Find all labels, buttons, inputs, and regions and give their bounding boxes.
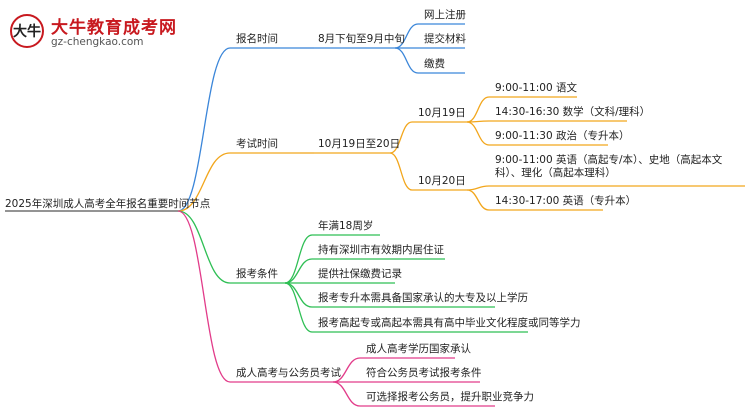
logo-site-name: 大牛教育成考网 <box>51 18 177 38</box>
requirement-item: 年满18周岁 <box>318 220 374 232</box>
exam-session: 14:30-16:30 数学（文科/理科） <box>495 106 651 118</box>
connector-requirement-item <box>284 234 313 284</box>
connector-exam-session <box>466 185 490 191</box>
exam-session: 9:00-11:00 语文 <box>495 82 577 94</box>
exam-session: 14:30-17:00 英语（专升本） <box>495 195 637 207</box>
connector-exam-day <box>389 152 413 191</box>
civil-service-item: 符合公务员考试报考条件 <box>366 367 482 379</box>
exam-session: 9:00-11:00 英语（高起专/本）、史地（高起本文科）、理化（高起本理科） <box>495 154 723 179</box>
exam-session: 9:00-11:30 政治（专升本） <box>495 130 630 142</box>
logo-badge-icon: 大牛 <box>10 14 44 48</box>
connector-registration-step <box>394 47 419 74</box>
connector-requirement-item <box>284 282 313 308</box>
connector-root-registration <box>177 47 231 212</box>
civil-service-item: 成人高考学历国家承认 <box>366 343 471 355</box>
connector-root-requirements <box>177 210 231 284</box>
root-node: 2025年深圳成人高考全年报名重要时间节点 <box>5 198 211 210</box>
requirement-item: 报考专升本需具备国家承认的大专及以上学历 <box>318 292 528 304</box>
connector-civil-service-item <box>332 357 361 383</box>
registration-step: 缴费 <box>424 58 445 70</box>
connector-requirement-item <box>284 282 313 333</box>
exam-day: 10月20日 <box>418 175 466 187</box>
connector-exam-session <box>466 121 490 146</box>
connector-exam-session <box>466 96 490 123</box>
logo-url: gz-chengkao.com <box>51 36 144 48</box>
registration-period: 8月下旬至9月中旬 <box>318 33 405 45</box>
registration-step: 提交材料 <box>424 33 466 45</box>
connector-exam-session <box>466 189 490 211</box>
branch-exam-time: 考试时间 <box>236 138 278 150</box>
requirement-item: 持有深圳市有效期内居住证 <box>318 244 444 256</box>
requirement-item: 报考高起专或高起本需具有高中毕业文化程度或同等学力 <box>318 317 581 329</box>
civil-service-item: 可选择报考公务员，提升职业竞争力 <box>366 391 534 403</box>
connector-root-exam <box>177 152 231 212</box>
connector-exam-day <box>389 121 413 154</box>
logo-mark: 大牛 <box>13 24 41 40</box>
exam-day: 10月19日 <box>418 107 466 119</box>
registration-step: 网上注册 <box>424 9 466 21</box>
branch-requirements: 报考条件 <box>236 268 278 280</box>
exam-period: 10月19日至20日 <box>318 138 401 150</box>
connector-root-civil-service <box>177 210 231 383</box>
requirement-item: 提供社保缴费记录 <box>318 268 402 280</box>
branch-civil-service: 成人高考与公务员考试 <box>236 367 341 379</box>
connector-civil-service-item <box>332 381 361 407</box>
branch-registration-time: 报名时间 <box>236 33 278 45</box>
connector-registration-step <box>394 23 419 49</box>
connector-requirement-item <box>284 258 313 284</box>
